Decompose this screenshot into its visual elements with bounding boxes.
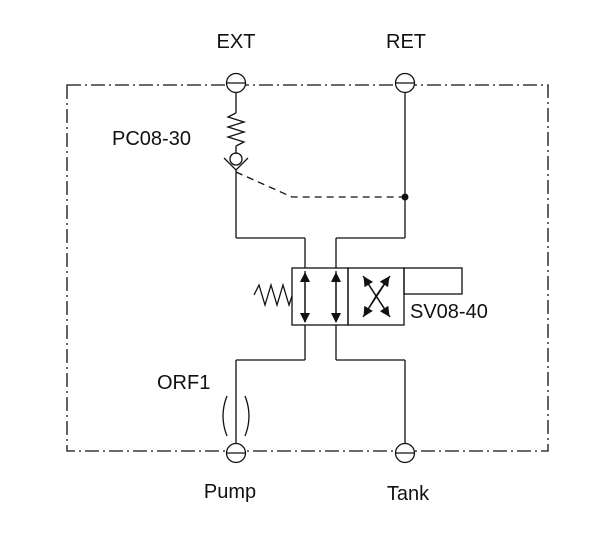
label-solenoid-valve: SV08-40 — [410, 301, 488, 323]
label-check-valve: PC08-30 — [112, 128, 191, 150]
check-valve-seat — [223, 157, 249, 171]
label-pump: Pump — [204, 481, 256, 503]
check-valve-spring — [225, 112, 247, 147]
orifice-arc-right — [244, 395, 250, 437]
port-ext — [225, 72, 247, 94]
check-valve-ball — [229, 152, 243, 166]
manifold-boundary — [66, 84, 549, 452]
sv-spring — [253, 282, 293, 308]
port-tank — [394, 442, 416, 464]
label-tank: Tank — [387, 483, 430, 505]
label-ext: EXT — [217, 31, 256, 53]
port-pump — [225, 442, 247, 464]
sv-envelope-left — [291, 267, 349, 326]
junction-dot — [401, 193, 409, 201]
label-orifice: ORF1 — [157, 372, 210, 394]
port-ret — [394, 72, 416, 94]
solenoid-coil — [403, 267, 463, 295]
label-ret: RET — [386, 31, 426, 53]
sv-envelope-right — [347, 267, 405, 326]
orifice-arc-left — [222, 395, 228, 437]
pilot-line — [235, 171, 405, 198]
